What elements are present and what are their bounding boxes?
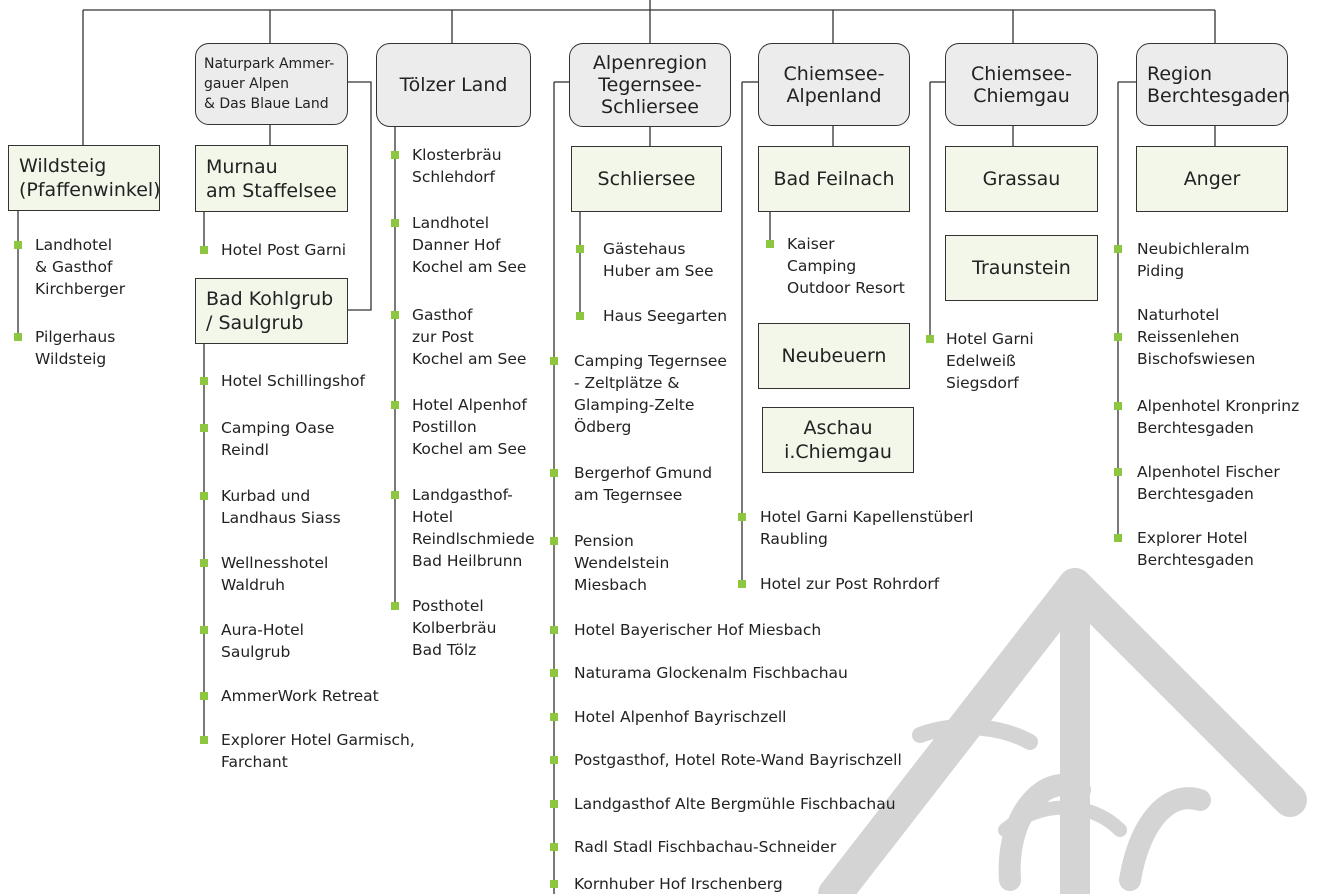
location-wildsteig: Wildsteig (Pfaffenwinkel)	[8, 145, 161, 211]
bullet-icon	[14, 241, 22, 249]
hotel-item[interactable]: Camping Oase Reindl	[221, 419, 335, 459]
bullet-icon	[550, 669, 558, 677]
region-chiemsee-alpenland: Chiemsee- Alpenland	[758, 43, 910, 126]
hotel-item[interactable]: Hotel Alpenhof Postillon Kochel am See	[412, 396, 527, 458]
hotel-item[interactable]: Landgasthof Alte Bergmühle Fischbachau	[574, 795, 896, 813]
bullet-icon	[766, 240, 774, 248]
hotel-item[interactable]: Kornhuber Hof Irschenberg	[574, 875, 783, 893]
bullet-icon	[200, 736, 208, 744]
location-bad-feilnach: Bad Feilnach	[758, 146, 910, 212]
location-aschau: Aschau i.Chiemgau	[762, 407, 914, 473]
bullet-icon	[738, 513, 746, 521]
hotel-item[interactable]: Hotel Schillingshof	[221, 372, 365, 390]
hotel-item[interactable]: Bergerhof Gmund am Tegernsee	[574, 464, 713, 504]
hotel-item[interactable]: Kaiser Camping Outdoor Resort	[787, 235, 905, 297]
hotel-item[interactable]: Posthotel Kolberbräu Bad Tölz	[412, 597, 497, 659]
region-ammergauer-alpen: Naturpark Ammer- gauer Alpen & Das Blaue…	[195, 43, 348, 125]
region-chiemsee-chiemgau: Chiemsee- Chiemgau	[945, 43, 1098, 126]
bullet-icon	[391, 311, 399, 319]
hotel-item[interactable]: Klosterbräu Schlehdorf	[412, 146, 502, 186]
location-grassau: Grassau	[945, 146, 1098, 212]
region-berchtesgaden: Region Berchtesgaden	[1136, 43, 1290, 126]
bullet-icon	[14, 333, 22, 341]
bullet-icon	[391, 401, 399, 409]
region-toelzer-land: Tölzer Land	[376, 43, 531, 127]
bullet-icon	[550, 713, 558, 721]
location-anger: Anger	[1136, 146, 1288, 212]
hotel-item[interactable]: Alpenhotel Kronprinz Berchtesgaden	[1137, 397, 1300, 437]
hotel-item[interactable]: Pension Wendelstein Miesbach	[574, 532, 670, 594]
bullet-icon	[1114, 402, 1122, 410]
hotel-item[interactable]: Naturhotel Reissenlehen Bischofswiesen	[1137, 306, 1256, 368]
hotel-item[interactable]: Wellnesshotel Waldruh	[221, 554, 329, 594]
bullet-icon	[738, 580, 746, 588]
hotel-item[interactable]: Camping Tegernsee - Zeltplätze & Glampin…	[574, 352, 727, 436]
hotel-item[interactable]: Hotel Garni Edelweiß Siegsdorf	[946, 330, 1034, 392]
bullet-icon	[200, 246, 208, 254]
bullet-icon	[1114, 468, 1122, 476]
hotel-item[interactable]: Explorer Hotel Garmisch, Farchant	[221, 731, 415, 771]
hotel-item[interactable]: AmmerWork Retreat	[221, 687, 379, 705]
hotel-item[interactable]: Landhotel Danner Hof Kochel am See	[412, 214, 527, 276]
hotel-item[interactable]: Radl Stadl Fischbachau-Schneider	[574, 838, 837, 856]
bullet-icon	[550, 626, 558, 634]
bullet-icon	[200, 626, 208, 634]
location-bad-kohlgrub: Bad Kohlgrub / Saulgrub	[195, 278, 348, 344]
hotel-item[interactable]: Landgasthof- Hotel Reindlschmiede Bad He…	[412, 486, 535, 570]
hotel-item[interactable]: Hotel zur Post Rohrdorf	[760, 575, 940, 593]
hotel-item[interactable]: Neubichleralm Piding	[1137, 240, 1250, 280]
hotel-item[interactable]: Haus Seegarten	[603, 307, 728, 325]
bullet-icon	[391, 151, 399, 159]
hotel-item[interactable]: Hotel Bayerischer Hof Miesbach	[574, 621, 822, 639]
bullet-icon	[550, 469, 558, 477]
bullet-icon	[550, 800, 558, 808]
hotel-item[interactable]: Gasthof zur Post Kochel am See	[412, 306, 527, 368]
hotel-item[interactable]: Pilgerhaus Wildsteig	[35, 328, 116, 368]
location-traunstein: Traunstein	[945, 235, 1098, 301]
bullet-icon	[200, 424, 208, 432]
hotel-item[interactable]: Aura-Hotel Saulgrub	[221, 621, 304, 661]
bullet-icon	[1114, 534, 1122, 542]
hotel-item[interactable]: Hotel Garni Kapellenstüberl Raubling	[760, 508, 974, 548]
location-schliersee: Schliersee	[571, 146, 722, 212]
hotel-item[interactable]: Postgasthof, Hotel Rote-Wand Bayrischzel…	[574, 751, 902, 769]
bullet-icon	[200, 492, 208, 500]
bullet-icon	[550, 843, 558, 851]
bullet-icon	[926, 335, 934, 343]
bullet-icon	[391, 602, 399, 610]
bullet-icon	[576, 312, 584, 320]
region-tegernsee-schliersee: Alpenregion Tegernsee- Schliersee	[569, 43, 731, 127]
bullet-icon	[550, 880, 558, 888]
bullet-icon	[550, 357, 558, 365]
bullet-icon	[200, 692, 208, 700]
hotel-item[interactable]: Kurbad und Landhaus Siass	[221, 487, 341, 527]
bullet-icon	[200, 377, 208, 385]
hotel-item[interactable]: Naturama Glockenalm Fischbachau	[574, 664, 848, 682]
bullet-icon	[1114, 245, 1122, 253]
bullet-icon	[200, 559, 208, 567]
hotel-item[interactable]: Hotel Post Garni	[221, 241, 347, 259]
bullet-icon	[576, 245, 584, 253]
hotel-item[interactable]: Alpenhotel Fischer Berchtesgaden	[1137, 463, 1280, 503]
bullet-icon	[1114, 333, 1122, 341]
hotel-item[interactable]: Explorer Hotel Berchtesgaden	[1137, 529, 1254, 569]
bullet-icon	[391, 219, 399, 227]
location-neubeuern: Neubeuern	[758, 323, 910, 389]
hotel-item[interactable]: Gästehaus Huber am See	[603, 240, 714, 280]
location-murnau: Murnau am Staffelsee	[195, 145, 348, 212]
hotel-item[interactable]: Landhotel & Gasthof Kirchberger	[35, 236, 126, 298]
bullet-icon	[550, 756, 558, 764]
hotel-item[interactable]: Hotel Alpenhof Bayrischzell	[574, 708, 787, 726]
bullet-icon	[550, 537, 558, 545]
bullet-icon	[391, 491, 399, 499]
